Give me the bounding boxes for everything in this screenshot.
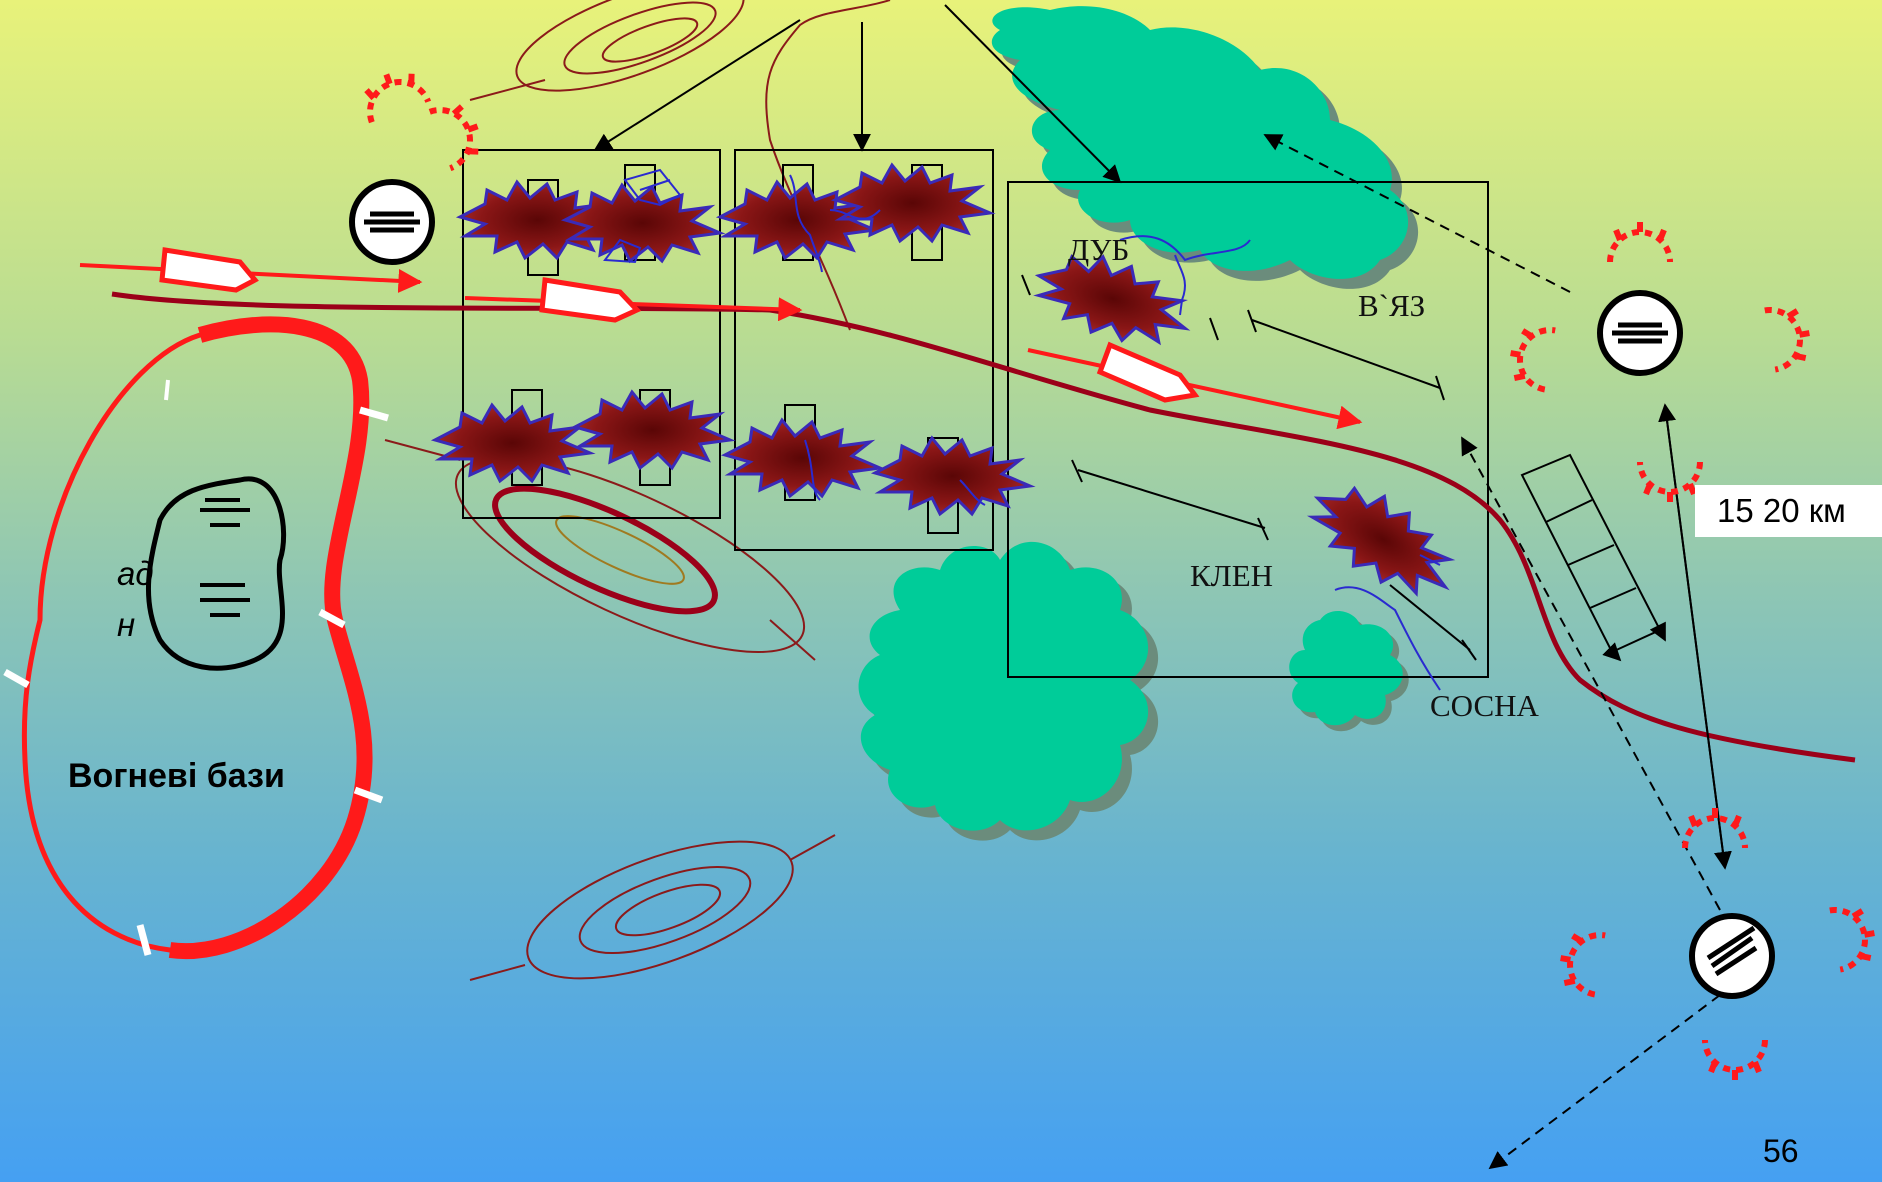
pointer-arrows [593,4,1122,184]
contour-bottom-icon [469,834,836,981]
blast-target-icon [1295,466,1471,613]
label-maple: КЛЕН [1190,558,1274,593]
blast-target-icon [723,418,882,498]
battery-left [352,64,488,262]
label-fire-bases: Вогневі бази [68,757,285,795]
label-distance: 15 20 км [1695,485,1882,537]
battery-right-bottom [1555,808,1879,1080]
forest-small-icon [1289,610,1409,732]
battery-position-icon [1600,293,1680,373]
label-pine: СОСНА [1430,688,1539,723]
attack-arrows [79,247,1363,430]
dashed-lines [1263,134,1721,1170]
ladder-icon [1520,453,1666,662]
battery-right-top [1505,222,1814,502]
forest-bottom-icon [858,541,1159,841]
battery-position-icon [1706,925,1758,977]
blast-target-icon [433,403,592,483]
battery-position-icon [352,182,432,262]
blast-target-icon [873,436,1032,516]
label-elm: В`ЯЗ [1358,288,1426,323]
zone-left [462,149,721,519]
distance-arrow [1658,403,1732,870]
fire-bases-outline-thick [168,316,373,960]
page-number: 56 [1763,1133,1799,1169]
contour-top-icon [469,0,891,331]
fire-bases-ticks [3,379,389,956]
label-n: н [117,606,136,643]
forest-top-icon [991,6,1419,289]
artillery-unit-icon [145,476,287,671]
blue-paths [603,168,1441,691]
label-oak: ДУБ [1068,232,1130,267]
blast-target-icon [573,390,732,470]
contour-middle-icon [384,439,816,661]
fire-bases-outline [21,321,368,954]
zone-right [1007,181,1489,678]
label-ad: ад [117,555,154,592]
range-lines [1021,274,1477,661]
